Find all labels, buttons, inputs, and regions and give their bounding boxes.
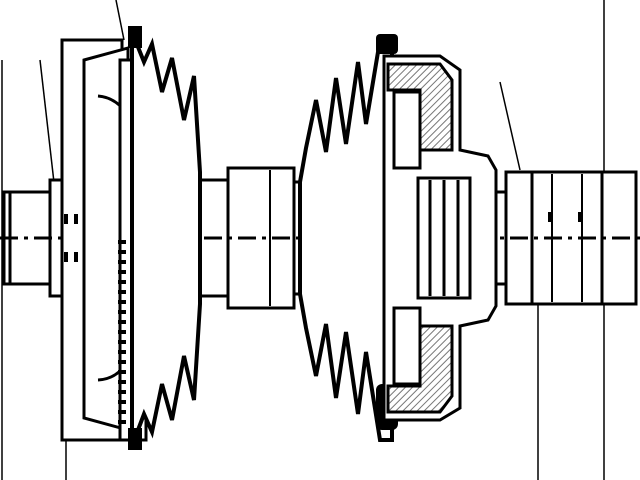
inner-cv-joint xyxy=(382,54,498,422)
inner-boot-clamp-top xyxy=(376,34,398,54)
outer-boot-clamp-bottom xyxy=(128,428,142,450)
shaft-marks xyxy=(64,212,582,262)
outer-boot xyxy=(130,31,202,447)
outer-boot-clamp-top xyxy=(128,26,142,48)
abs-tone-ring xyxy=(118,240,126,424)
inner-boot xyxy=(298,38,394,442)
